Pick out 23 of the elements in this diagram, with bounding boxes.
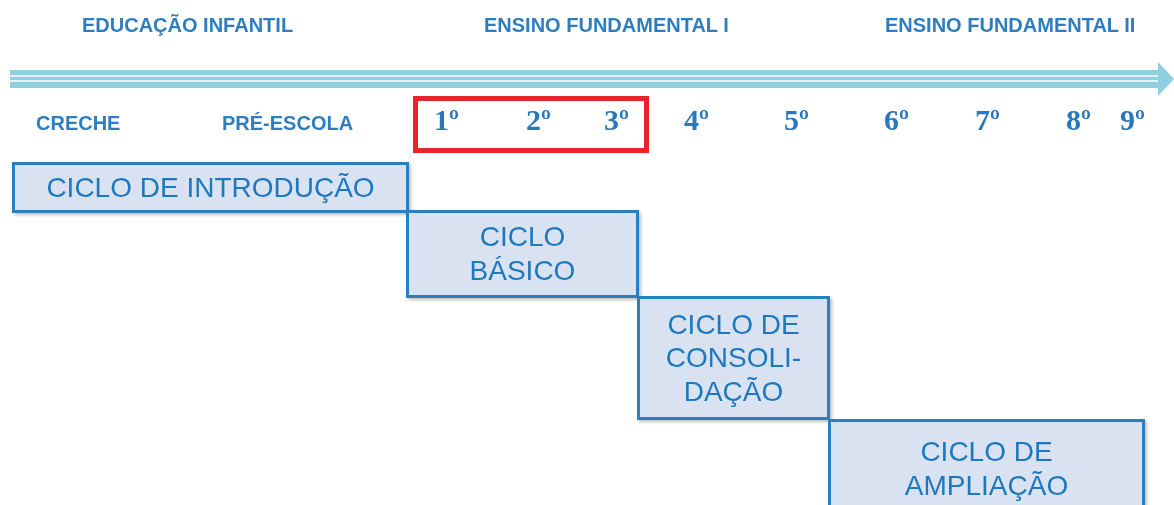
stage-heading: EDUCAÇÃO INFANTIL: [82, 14, 294, 37]
grade-label: 9º: [1120, 103, 1145, 137]
cycle-box: [828, 419, 1145, 505]
cycle-label: CICLO DE AMPLIAÇÃO: [903, 435, 1070, 503]
cycle-label: CICLO BÁSICO: [468, 220, 577, 288]
cycle-box: [12, 162, 409, 213]
highlight-frame: [413, 96, 649, 153]
grade-label: 3º: [604, 103, 629, 137]
grade-label: 4º: [684, 103, 709, 137]
cycle-box: [637, 296, 830, 420]
stage-heading: ENSINO FUNDAMENTAL II: [885, 14, 1136, 37]
grade-label: 2º: [526, 103, 551, 137]
grade-label: 5º: [784, 103, 809, 137]
cycle-box: [406, 210, 639, 298]
grade-label: 6º: [884, 103, 909, 137]
stage-label: CRECHE: [36, 112, 121, 135]
stage-label: PRÉ-ESCOLA: [222, 112, 354, 135]
cycle-label: CICLO DE CONSOLI- DAÇÃO: [664, 307, 803, 409]
grade-label: 8º: [1066, 103, 1091, 137]
stage-heading: ENSINO FUNDAMENTAL I: [484, 14, 729, 37]
grade-label: 1º: [434, 103, 459, 137]
cycle-label: CICLO DE INTRODUÇÃO: [46, 170, 375, 205]
grade-label: 7º: [975, 103, 1000, 137]
